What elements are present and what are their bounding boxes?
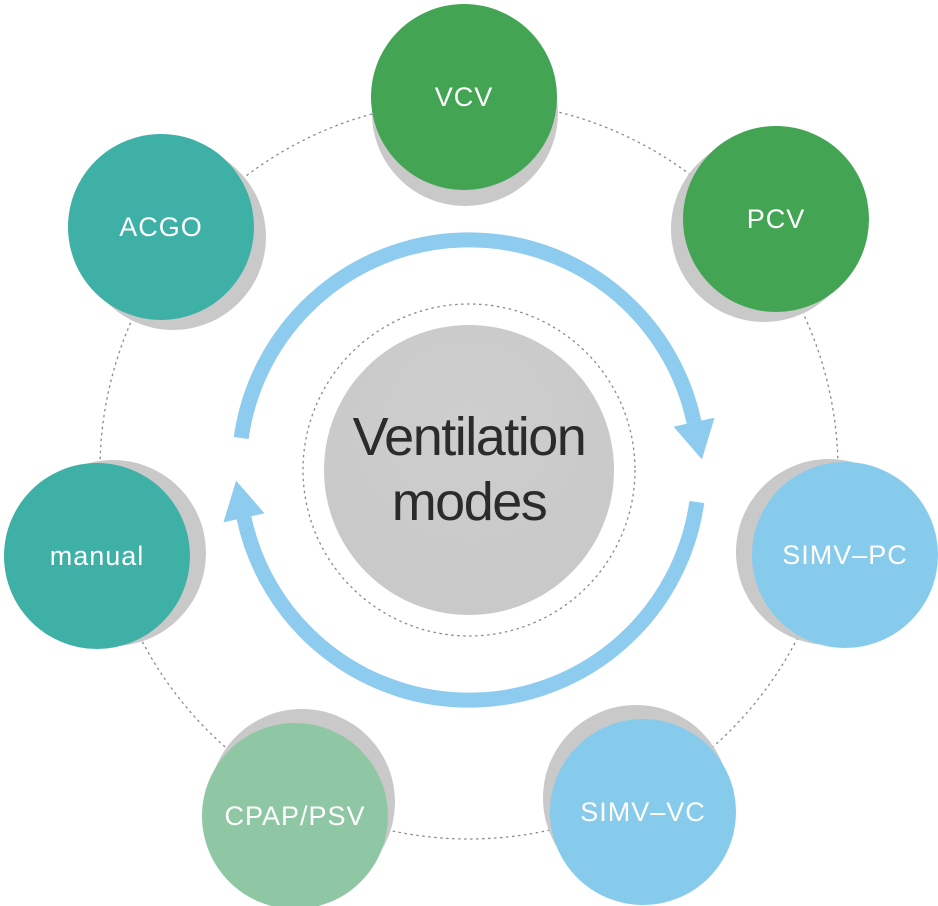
node-cpap-psv-label: CPAP/PSV [224, 800, 366, 831]
clockwise-cycle-arrows-icon [223, 232, 715, 708]
center-circle: Ventilation modes [324, 325, 614, 615]
node-pcv: PCV [683, 126, 869, 312]
node-vcv: VCV [371, 4, 557, 190]
node-acgo: ACGO [68, 134, 254, 320]
node-acgo-label: ACGO [119, 211, 203, 242]
node-vcv-label: VCV [434, 81, 494, 112]
node-pcv-label: PCV [746, 203, 806, 234]
node-manual: manual [4, 463, 190, 649]
cycle-arrowhead-left [223, 480, 265, 523]
node-simv-vc: SIMV–VC [550, 719, 736, 905]
node-simv-vc-label: SIMV–VC [580, 796, 706, 827]
cycle-arrowhead-right [673, 417, 715, 460]
node-cpap-psv: CPAP/PSV [202, 723, 388, 906]
diagram-title: Ventilation modes [352, 407, 587, 532]
inner-dotted-ring [302, 303, 636, 637]
node-manual-label: manual [49, 540, 145, 571]
cycle-arc-bottom [236, 500, 705, 708]
node-simv-pc: SIMV–PC [752, 462, 938, 648]
node-simv-pc-label: SIMV–PC [782, 539, 908, 570]
cycle-arc-top [233, 232, 702, 440]
